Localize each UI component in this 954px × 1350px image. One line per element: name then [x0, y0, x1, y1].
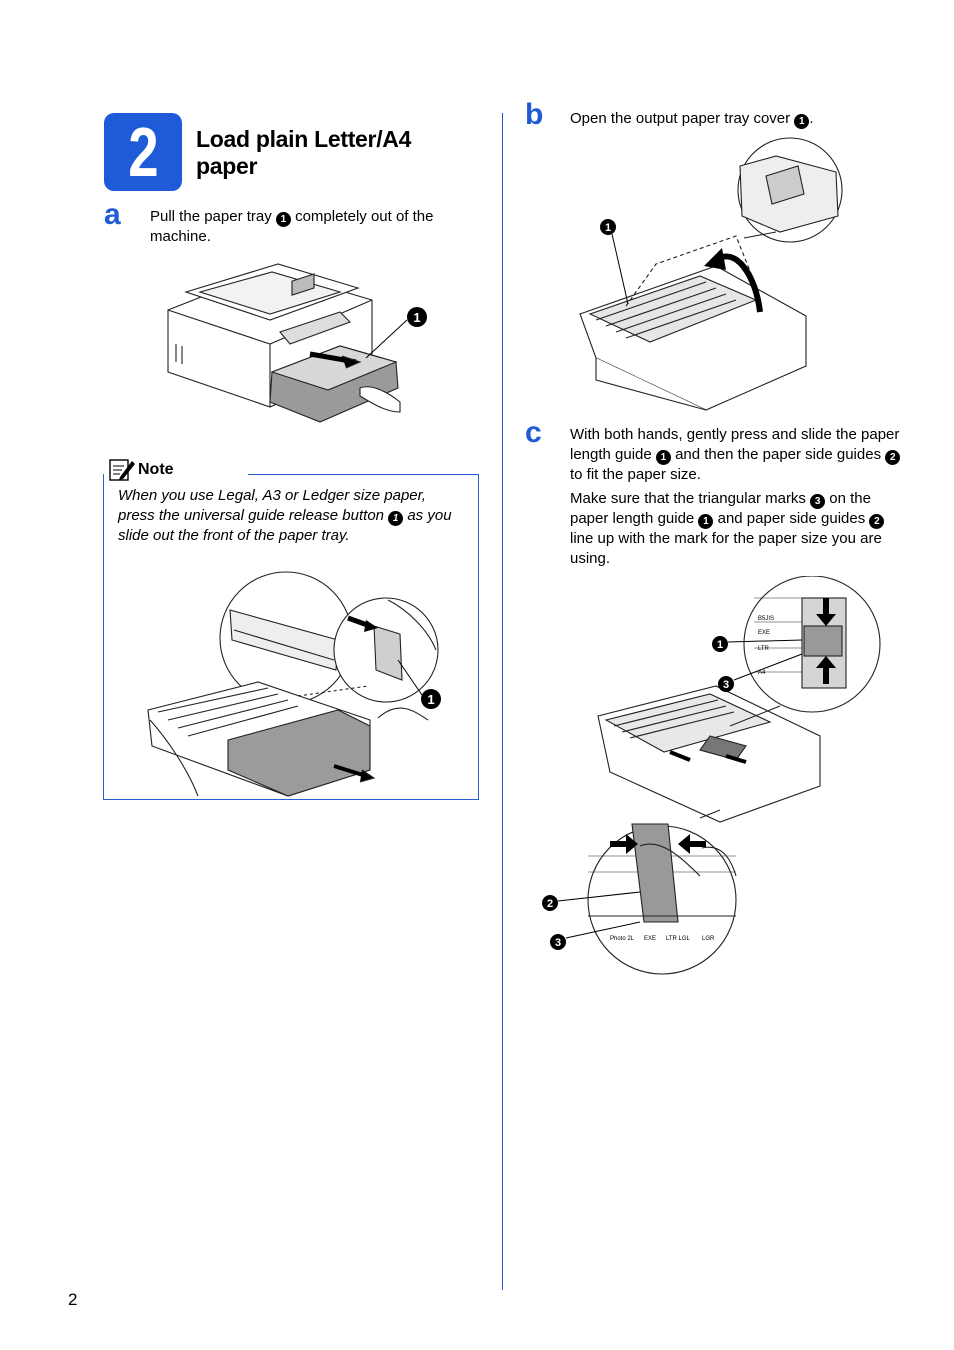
- tray-mark-a4: A4: [758, 670, 766, 676]
- side-mark-photo-2l: Photo 2L: [610, 936, 635, 942]
- step-number-badge: 2: [104, 113, 182, 191]
- note-heading: Note: [108, 456, 174, 484]
- callout-1-label: 1: [605, 222, 611, 234]
- note-box: [103, 474, 479, 800]
- paper-guides-illustration: B5JIS EXE LTR A4 Photo 2L EXE LTR LGL LG…: [542, 576, 881, 975]
- step-a-text: Pull the paper tray 1 completely out of …: [150, 208, 434, 245]
- column-divider: [502, 113, 503, 1290]
- callout-3-icon: 3: [810, 494, 826, 509]
- callout-1-label: 1: [427, 692, 434, 707]
- note-pencil-icon: [109, 459, 135, 481]
- callout-2-icon: 2: [885, 449, 901, 465]
- step-a-letter: a: [104, 198, 121, 231]
- callout-2-label: 2: [547, 898, 553, 910]
- page-number: 2: [68, 1290, 78, 1309]
- output-tray-cover-illustration: 1: [579, 137, 843, 411]
- tray-mark-ltr: LTR: [758, 646, 770, 652]
- step-c-letter: c: [525, 416, 542, 449]
- callout-1-icon: 1: [698, 514, 714, 529]
- side-mark-exe: EXE: [644, 936, 656, 942]
- callout-1-icon: 1: [655, 449, 671, 465]
- callout-1-icon: 1: [275, 212, 291, 227]
- step-b-letter: b: [525, 98, 544, 131]
- note-divider: [248, 474, 479, 475]
- note-text: When you use Legal, A3 or Ledger size pa…: [118, 487, 452, 544]
- callout-1-icon: 1: [388, 510, 404, 526]
- step-c-paragraph-1: With both hands, gently press and slide …: [570, 426, 901, 483]
- callout-3-label: 3: [723, 679, 729, 691]
- printer-tray-illustration: 1: [167, 263, 427, 423]
- tray-mark-b5jis: B5JIS: [758, 616, 774, 622]
- step-c-paragraph-2: Make sure that the triangular marks 3 on…: [570, 489, 905, 568]
- callout-3-label: 3: [555, 937, 561, 949]
- side-mark-lgr: LGR: [702, 936, 715, 942]
- tray-mark-exe: EXE: [758, 630, 770, 636]
- callout-2-icon: 2: [869, 514, 885, 529]
- callout-1-label: 1: [717, 639, 723, 651]
- tray-release-illustration: 1: [147, 571, 441, 797]
- callout-1-label: 1: [413, 310, 420, 325]
- step-b-text: Open the output paper tray cover 1.: [570, 110, 814, 129]
- callout-1-icon: 1: [794, 114, 810, 129]
- page-title: Load plain Letter/A4 paper: [196, 126, 412, 179]
- side-mark-ltr-lgl: LTR LGL: [666, 936, 691, 942]
